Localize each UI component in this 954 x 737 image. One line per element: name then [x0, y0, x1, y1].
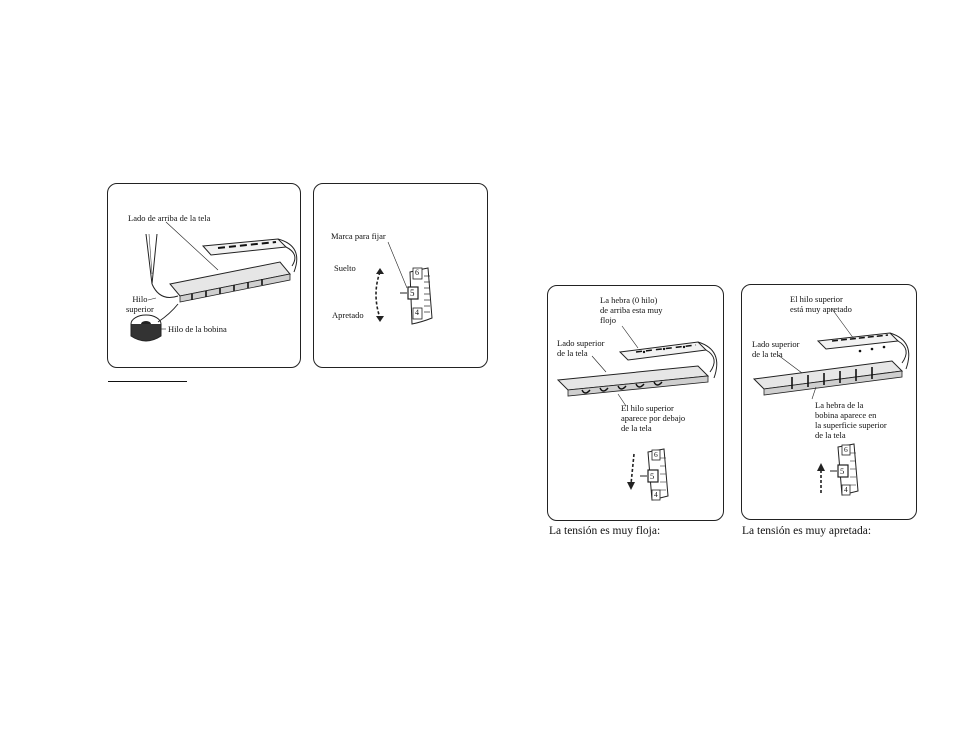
- label-fabric-top: Lado de arriba de la tela: [128, 213, 211, 223]
- dial-number-6: 6: [654, 450, 658, 459]
- label-upper-thread: Hilo superior: [126, 294, 154, 314]
- dial-number-5: 5: [650, 471, 655, 481]
- loose-stitch-illustration: [556, 325, 718, 501]
- label-loose: Suelto: [334, 263, 356, 273]
- dial-number-4: 4: [415, 308, 419, 317]
- figure-tension-dial-panel: 6 5 4 Marca para fijar Suelto Apretado: [313, 183, 488, 368]
- label-fabric-top: Lado superior de la tela: [752, 339, 800, 359]
- dial-number-5: 5: [410, 288, 415, 298]
- tight-stitch-illustration: [752, 308, 910, 496]
- tension-dial-illustration: [375, 241, 433, 325]
- dial-number-4: 4: [844, 485, 848, 494]
- label-bobbin-thread: Hilo de la bobina: [168, 324, 227, 334]
- dial-number-5: 5: [840, 466, 845, 476]
- label-tight: Apretado: [332, 310, 364, 320]
- label-fabric-top: Lado superior de la tela: [557, 338, 605, 358]
- label-bobbin-surface: La hebra de la bobina aparece en la supe…: [815, 400, 887, 440]
- dial-number-6: 6: [415, 268, 419, 277]
- dial-number-4: 4: [654, 490, 658, 499]
- label-mark: Marca para fijar: [331, 231, 386, 241]
- figure-underline: [108, 381, 187, 382]
- figure-tension-loose-panel: 6 5 4 La hebra (0 hilo) de arriba esta m…: [547, 285, 724, 521]
- label-thread-loose: La hebra (0 hilo) de arriba esta muy flo…: [600, 295, 663, 325]
- figure-normal-stitch-panel: Lado de arriba de la tela Hilo superior …: [107, 183, 301, 368]
- label-upper-under: El hilo superior aparece por debajo de l…: [621, 403, 686, 433]
- dial-number-6: 6: [844, 445, 848, 454]
- caption-tension-tight: La tensión es muy apretada:: [742, 525, 872, 537]
- figure-tension-tight-panel: 6 5 4 El hilo superior está muy apretado…: [741, 284, 917, 520]
- caption-tension-loose: La tensión es muy floja:: [549, 525, 661, 537]
- label-thread-tight: El hilo superior está muy apretado: [790, 294, 852, 314]
- fabric-stitch-illustration: [130, 221, 298, 342]
